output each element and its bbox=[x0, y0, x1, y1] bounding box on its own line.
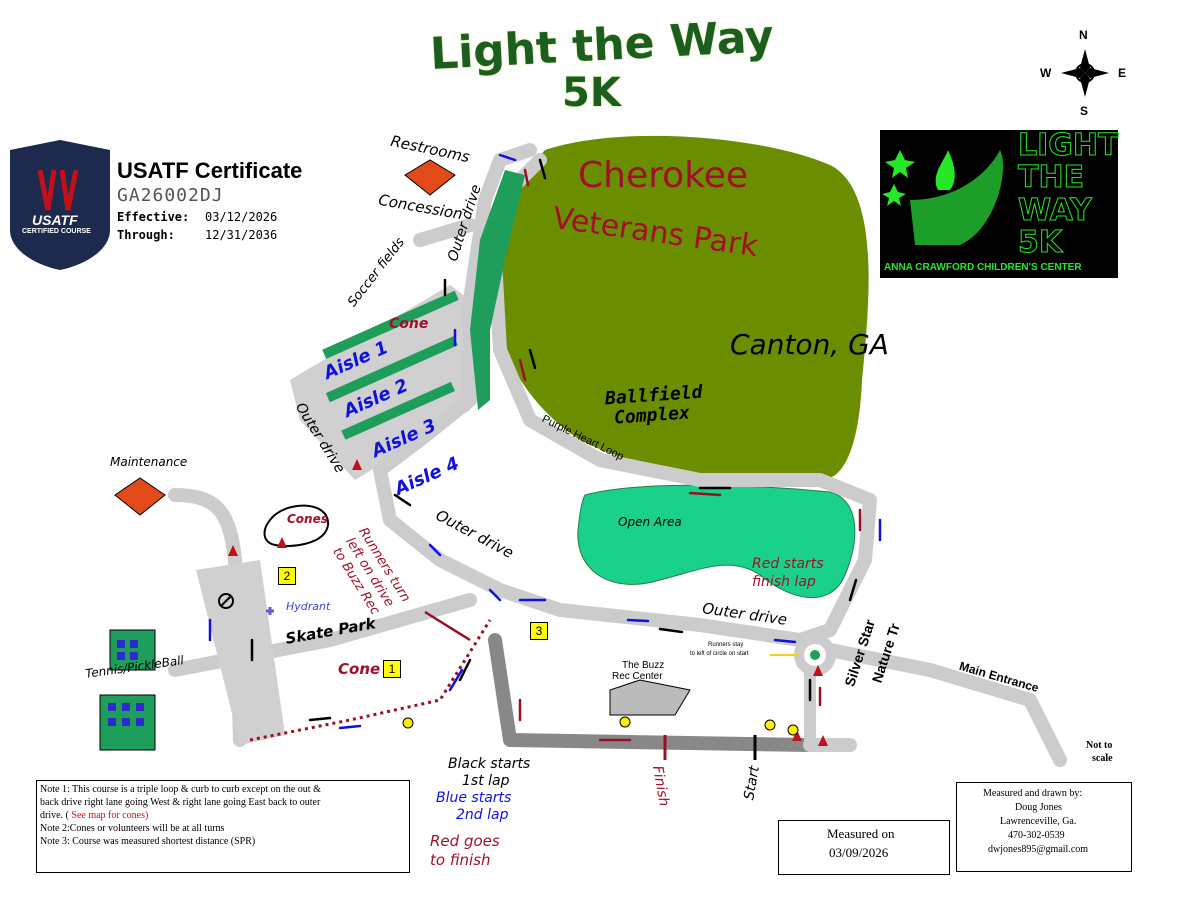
note-1-line-2: back drive right lane going West & right… bbox=[40, 797, 321, 808]
logo-line-1: LIGHT bbox=[1017, 128, 1119, 164]
park-area bbox=[494, 135, 869, 481]
author-email: dwjones895@gmail.com bbox=[988, 844, 1089, 855]
barrier-icon bbox=[218, 593, 234, 609]
compass-east: E bbox=[1118, 66, 1127, 80]
buzz-building bbox=[609, 679, 691, 716]
maintenance-label: Maintenance bbox=[110, 455, 188, 469]
legend-blue-1: Blue starts bbox=[436, 790, 512, 806]
volunteer-markers bbox=[402, 716, 799, 736]
sign-1: 1 bbox=[383, 660, 401, 678]
red-starts-label-2: finish lap bbox=[752, 574, 816, 590]
legend-blue-2: 2nd lap bbox=[456, 807, 509, 823]
cones-label: Cones bbox=[287, 512, 328, 526]
buzz-label-2: Rec Center bbox=[612, 671, 663, 682]
measured-date: 03/09/2026 bbox=[829, 845, 889, 860]
usatf-badge-subtext: CERTIFIED COURSE bbox=[22, 228, 91, 235]
aisle-strip-1 bbox=[322, 290, 459, 359]
skate-loop bbox=[196, 560, 285, 745]
through-label: Through: bbox=[117, 228, 175, 242]
effective-label: Effective: bbox=[117, 210, 190, 224]
aisle-strip-2 bbox=[325, 336, 458, 403]
compass-west: W bbox=[1040, 66, 1052, 80]
not-to-scale-1: Not to bbox=[1086, 740, 1113, 751]
logo-line-2: THE bbox=[1017, 160, 1085, 196]
open-area bbox=[577, 484, 856, 599]
hydrant-label: Hydrant bbox=[286, 600, 331, 613]
usatf-badge bbox=[10, 140, 110, 270]
legend-black-2: 1st lap bbox=[462, 773, 510, 789]
author-phone: 470-302-0539 bbox=[1008, 830, 1065, 841]
cone-markers bbox=[228, 459, 828, 746]
green-strip bbox=[470, 170, 525, 410]
effective-date: 03/12/2026 bbox=[205, 210, 278, 224]
tennis-courts bbox=[99, 629, 156, 751]
restroom-building bbox=[404, 159, 456, 196]
not-to-scale-2: scale bbox=[1092, 753, 1113, 764]
measured-label: Measured on bbox=[827, 826, 895, 841]
logo-line-3: WAY bbox=[1018, 193, 1093, 229]
runners-stay-label-1: Runners stay bbox=[708, 642, 744, 648]
canton-label: Canton, GA bbox=[730, 328, 889, 361]
sign-2: 2 bbox=[278, 567, 296, 585]
author-name: Doug Jones bbox=[1015, 802, 1062, 813]
dotted-route bbox=[249, 619, 492, 742]
legend-red-1: Red goes bbox=[430, 832, 500, 850]
cone-label-aisle: Cone bbox=[389, 316, 429, 332]
sign-3: 3 bbox=[530, 622, 548, 640]
runners-turn-arrow bbox=[424, 610, 471, 642]
course-arrows bbox=[208, 153, 882, 742]
buzz-label-1: The Buzz bbox=[622, 660, 665, 671]
compass-rose-icon bbox=[1061, 49, 1109, 97]
maintenance-building bbox=[114, 477, 166, 516]
note-3: Note 3: Course was measured shortest dis… bbox=[40, 836, 256, 847]
through-date: 12/31/2036 bbox=[205, 228, 278, 242]
tennis-court-blocks bbox=[108, 640, 144, 726]
author-line-1: Measured and drawn by: bbox=[983, 788, 1083, 799]
legend-black-1: Black starts bbox=[448, 756, 531, 772]
runners-stay-label-2: to left of circle on start bbox=[690, 651, 749, 657]
legend-red-2: to finish bbox=[430, 851, 491, 869]
author-city: Lawrenceville, Ga. bbox=[1000, 816, 1077, 827]
note-2: Note 2:Cones or volunteers will be at al… bbox=[40, 823, 225, 834]
red-starts-label-1: Red starts bbox=[752, 556, 824, 572]
certificate-heading: USATF Certificate bbox=[117, 158, 303, 183]
note-1-line-3: drive. ( See map for cones) bbox=[40, 810, 149, 821]
hydrant-icon bbox=[266, 607, 274, 615]
certificate-code: GA26002DJ bbox=[117, 185, 224, 206]
usatf-badge-text: USATF bbox=[32, 212, 78, 228]
light-the-way-logo bbox=[880, 130, 1118, 278]
author-box bbox=[956, 782, 1132, 872]
logo-line-4: 5K bbox=[1017, 225, 1063, 261]
open-area-label: Open Area bbox=[618, 515, 682, 529]
note-1-line-1: Note 1: This course is a triple loop & c… bbox=[40, 784, 321, 795]
notes-box bbox=[36, 780, 410, 873]
title-line-2: 5K bbox=[562, 70, 621, 116]
compass-south: S bbox=[1080, 104, 1089, 118]
measured-box bbox=[778, 820, 950, 875]
compass-north: N bbox=[1079, 28, 1088, 42]
park-name-1: Cherokee bbox=[578, 155, 748, 196]
cone-label-skate: Cone bbox=[338, 660, 381, 678]
cones-area bbox=[263, 504, 330, 547]
aisle-strip-3 bbox=[341, 381, 456, 440]
logo-subtitle: ANNA CRAWFORD CHILDREN'S CENTER bbox=[884, 262, 1082, 273]
